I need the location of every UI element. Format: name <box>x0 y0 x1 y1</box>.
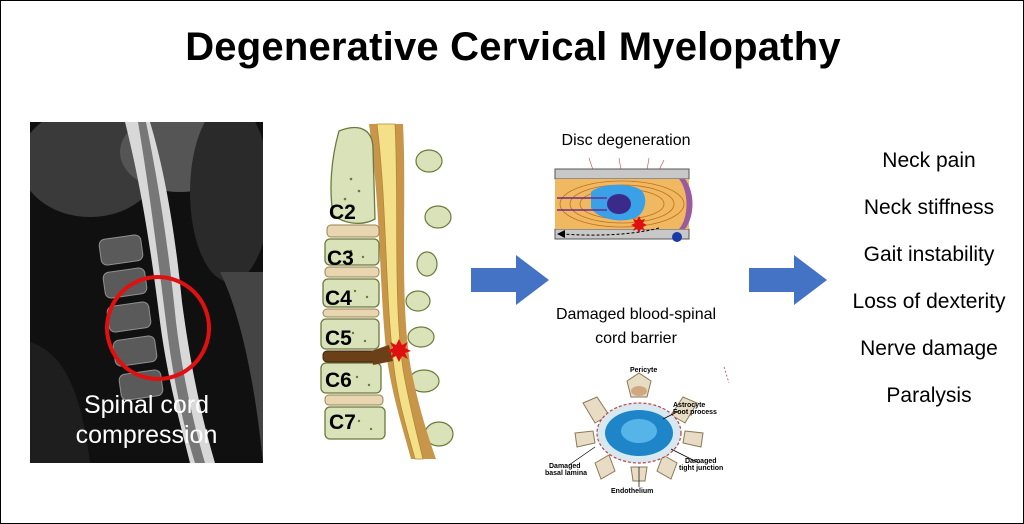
cervical-spine-diagram: C2 C3 C4 C5 C6 C7 <box>320 123 454 460</box>
mri-scan <box>30 122 263 463</box>
mri-image: Spinal cord compression <box>30 122 263 463</box>
vertebra-label: C3 <box>327 247 354 270</box>
symptom-item: Gait instability <box>863 243 995 266</box>
endothelium-label: Endothelium <box>611 488 653 495</box>
symptom-item: Neck pain <box>882 149 976 172</box>
vertebra-label: C6 <box>325 369 352 392</box>
tight-junction-label: tight junction <box>679 465 723 472</box>
bscb-label: Damaged blood-spinal cord barrier <box>531 303 741 351</box>
vertebra-label: C2 <box>329 201 356 224</box>
right-arrow-icon <box>749 255 827 305</box>
mri-caption-line-1: Spinal cord <box>83 391 210 419</box>
vertebra-label: C4 <box>325 287 352 310</box>
symptom-item: Nerve damage <box>860 337 998 360</box>
compression-circle <box>105 275 211 381</box>
symptom-item: Paralysis <box>886 384 972 407</box>
symptom-item: Neck stiffness <box>863 196 995 219</box>
blood-spinal-cord-barrier-illustration: Pericyte Astrocyte Foot process Damaged … <box>545 366 730 495</box>
figure-title: Degenerative Cervical Myelopathy <box>185 25 841 69</box>
bscb-label-line-1: Damaged blood-spinal <box>555 306 717 323</box>
disc-degeneration-label: Disc degeneration <box>561 132 691 149</box>
mri-caption-line-2: compression <box>75 421 218 449</box>
foot-process-label: Foot process <box>673 409 717 416</box>
symptom-list: Neck pain Neck stiffness Gait instabilit… <box>831 147 1024 429</box>
basal-lamina-label: basal lamina <box>545 470 587 477</box>
symptom-item: Loss of dexterity <box>852 290 1006 313</box>
astrocyte-label: Astrocyte <box>673 402 705 409</box>
vertebra-label: C5 <box>325 327 352 350</box>
mri-caption: Spinal cord compression <box>30 390 263 450</box>
compression-site-icon <box>387 339 411 362</box>
pericyte-label: Pericyte <box>630 367 657 374</box>
damaged-basal-label: Damaged <box>549 463 581 470</box>
disc-degeneration-illustration <box>554 157 693 242</box>
vertebra-label: C7 <box>329 411 356 434</box>
damaged-tight-label: Damaged <box>685 458 717 465</box>
bscb-label-line-2: cord barrier <box>595 330 677 347</box>
right-arrow-icon <box>471 255 549 305</box>
